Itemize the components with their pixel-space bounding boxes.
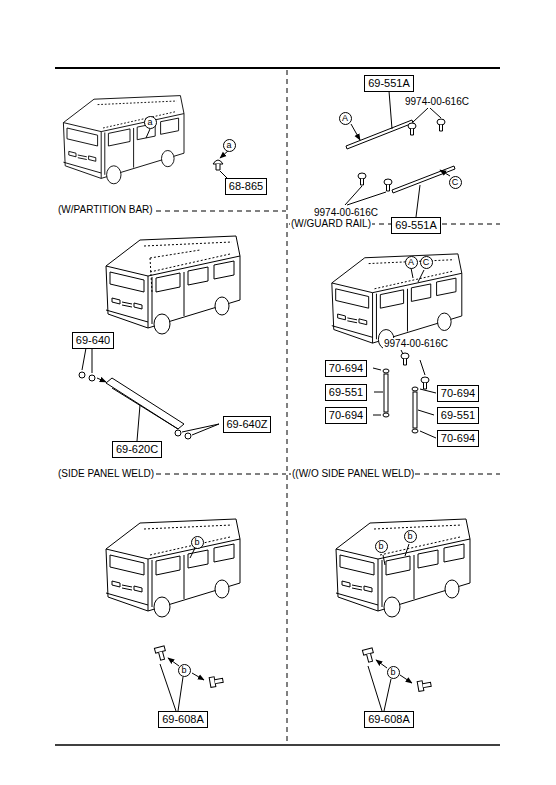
- part-number: 70-694: [441, 387, 475, 400]
- frame: [55, 68, 500, 745]
- callout-circle: C: [420, 256, 433, 269]
- callout-circle: a: [223, 139, 236, 152]
- callout-circle: a: [144, 116, 157, 129]
- callout-letter: b: [388, 667, 399, 678]
- guard-rail-part: [383, 353, 429, 433]
- leader-line: [146, 129, 229, 179]
- part-number-box: 68-865: [225, 178, 267, 195]
- van-illustration: [336, 519, 470, 617]
- callout-letter: A: [406, 257, 417, 268]
- callout-letter: a: [145, 117, 156, 128]
- section-heading: (W/PARTITION BAR): [57, 204, 154, 216]
- part-number: 69-640: [76, 334, 110, 347]
- part-number: 9974-00-616C: [404, 96, 470, 108]
- leader-line: [373, 348, 436, 438]
- section-heading: (SIDE PANEL WELD): [57, 468, 155, 480]
- part-number-box: 69-640Z: [223, 416, 272, 433]
- part-number-box: 69-640: [72, 332, 114, 349]
- part-number-box: 69-551: [325, 384, 367, 401]
- van-illustration: [63, 96, 184, 184]
- callout-letter: A: [340, 113, 351, 124]
- part-number-box: 69-608A: [158, 711, 208, 728]
- callout-letter: a: [224, 140, 235, 151]
- leader-line: [160, 544, 412, 711]
- section-heading: (W/GUARD RAIL): [290, 218, 372, 230]
- section-heading: ((W/O SIDE PANEL WELD): [291, 468, 415, 480]
- part-number: 69-551: [441, 409, 475, 422]
- van-illustration: [332, 254, 462, 349]
- part-number: 69-551A: [395, 219, 437, 232]
- part-number: 68-865: [229, 180, 263, 193]
- van-illustration: [106, 236, 240, 334]
- part-number: 69-620C: [116, 443, 158, 456]
- callout-letter: C: [421, 257, 432, 268]
- callout-letter: b: [405, 531, 416, 542]
- callout-circle: b: [191, 536, 204, 549]
- part-number-box: 69-551A: [364, 75, 414, 92]
- part-number: 70-694: [329, 362, 363, 375]
- part-number-box: 70-694: [325, 360, 367, 377]
- clip-part: [213, 160, 223, 170]
- part-number-box: 69-551: [437, 407, 479, 424]
- part-number-box: 69-551A: [391, 217, 441, 234]
- part-number-box: 70-694: [437, 430, 479, 447]
- leader-line: [345, 91, 450, 282]
- rail-part: [346, 119, 455, 193]
- part-number: 70-694: [441, 432, 475, 445]
- callout-circle: b: [404, 530, 417, 543]
- callout-letter: C: [450, 177, 461, 188]
- callout-circle: A: [339, 112, 352, 125]
- part-number-box: 70-694: [325, 407, 367, 424]
- part-number: 69-551: [329, 386, 363, 399]
- part-number: 70-694: [329, 409, 363, 422]
- callout-letter: b: [376, 541, 387, 552]
- callout-circle: b: [387, 666, 400, 679]
- part-number: 69-551A: [368, 77, 410, 90]
- callout-circle: C: [449, 176, 462, 189]
- van-illustration: [106, 519, 240, 617]
- part-number: 69-608A: [162, 713, 204, 726]
- callout-circle: b: [375, 540, 388, 553]
- part-number: 9974-00-616C: [383, 338, 449, 350]
- part-number: 69-608A: [368, 713, 410, 726]
- callout-letter: b: [179, 665, 190, 676]
- callout-circle: A: [405, 256, 418, 269]
- part-number-box: 69-620C: [112, 441, 162, 458]
- part-number: 69-640Z: [227, 418, 268, 431]
- callout-circle: b: [178, 664, 191, 677]
- callout-letter: b: [192, 537, 203, 548]
- part-number-box: 69-608A: [364, 711, 414, 728]
- leader-line: [82, 348, 219, 441]
- part-number-box: 70-694: [437, 385, 479, 402]
